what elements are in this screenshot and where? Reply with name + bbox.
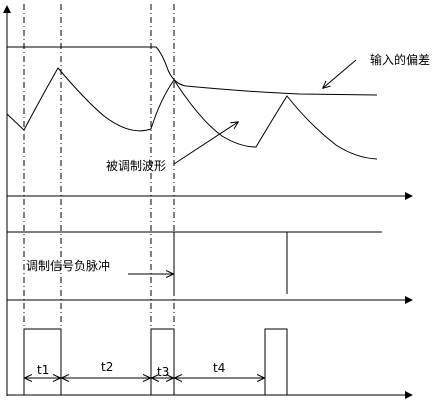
input-deviation-arrow [323, 59, 357, 88]
label-t1: t1 [37, 363, 49, 377]
input-deviation-curve [7, 46, 378, 96]
label-modulated-waveform: 被调制波形 [106, 159, 166, 173]
label-t3: t3 [157, 365, 169, 379]
modulated-waveform-curve [6, 67, 378, 160]
label-t4: t4 [213, 361, 225, 375]
modulated-waveform-arrow [173, 122, 238, 165]
label-input-deviation: 输入的偏差 [370, 52, 430, 67]
label-negative-pulse: 调制信号负脉冲 [26, 258, 110, 273]
label-t2: t2 [101, 360, 113, 374]
pulse-train [7, 328, 288, 396]
